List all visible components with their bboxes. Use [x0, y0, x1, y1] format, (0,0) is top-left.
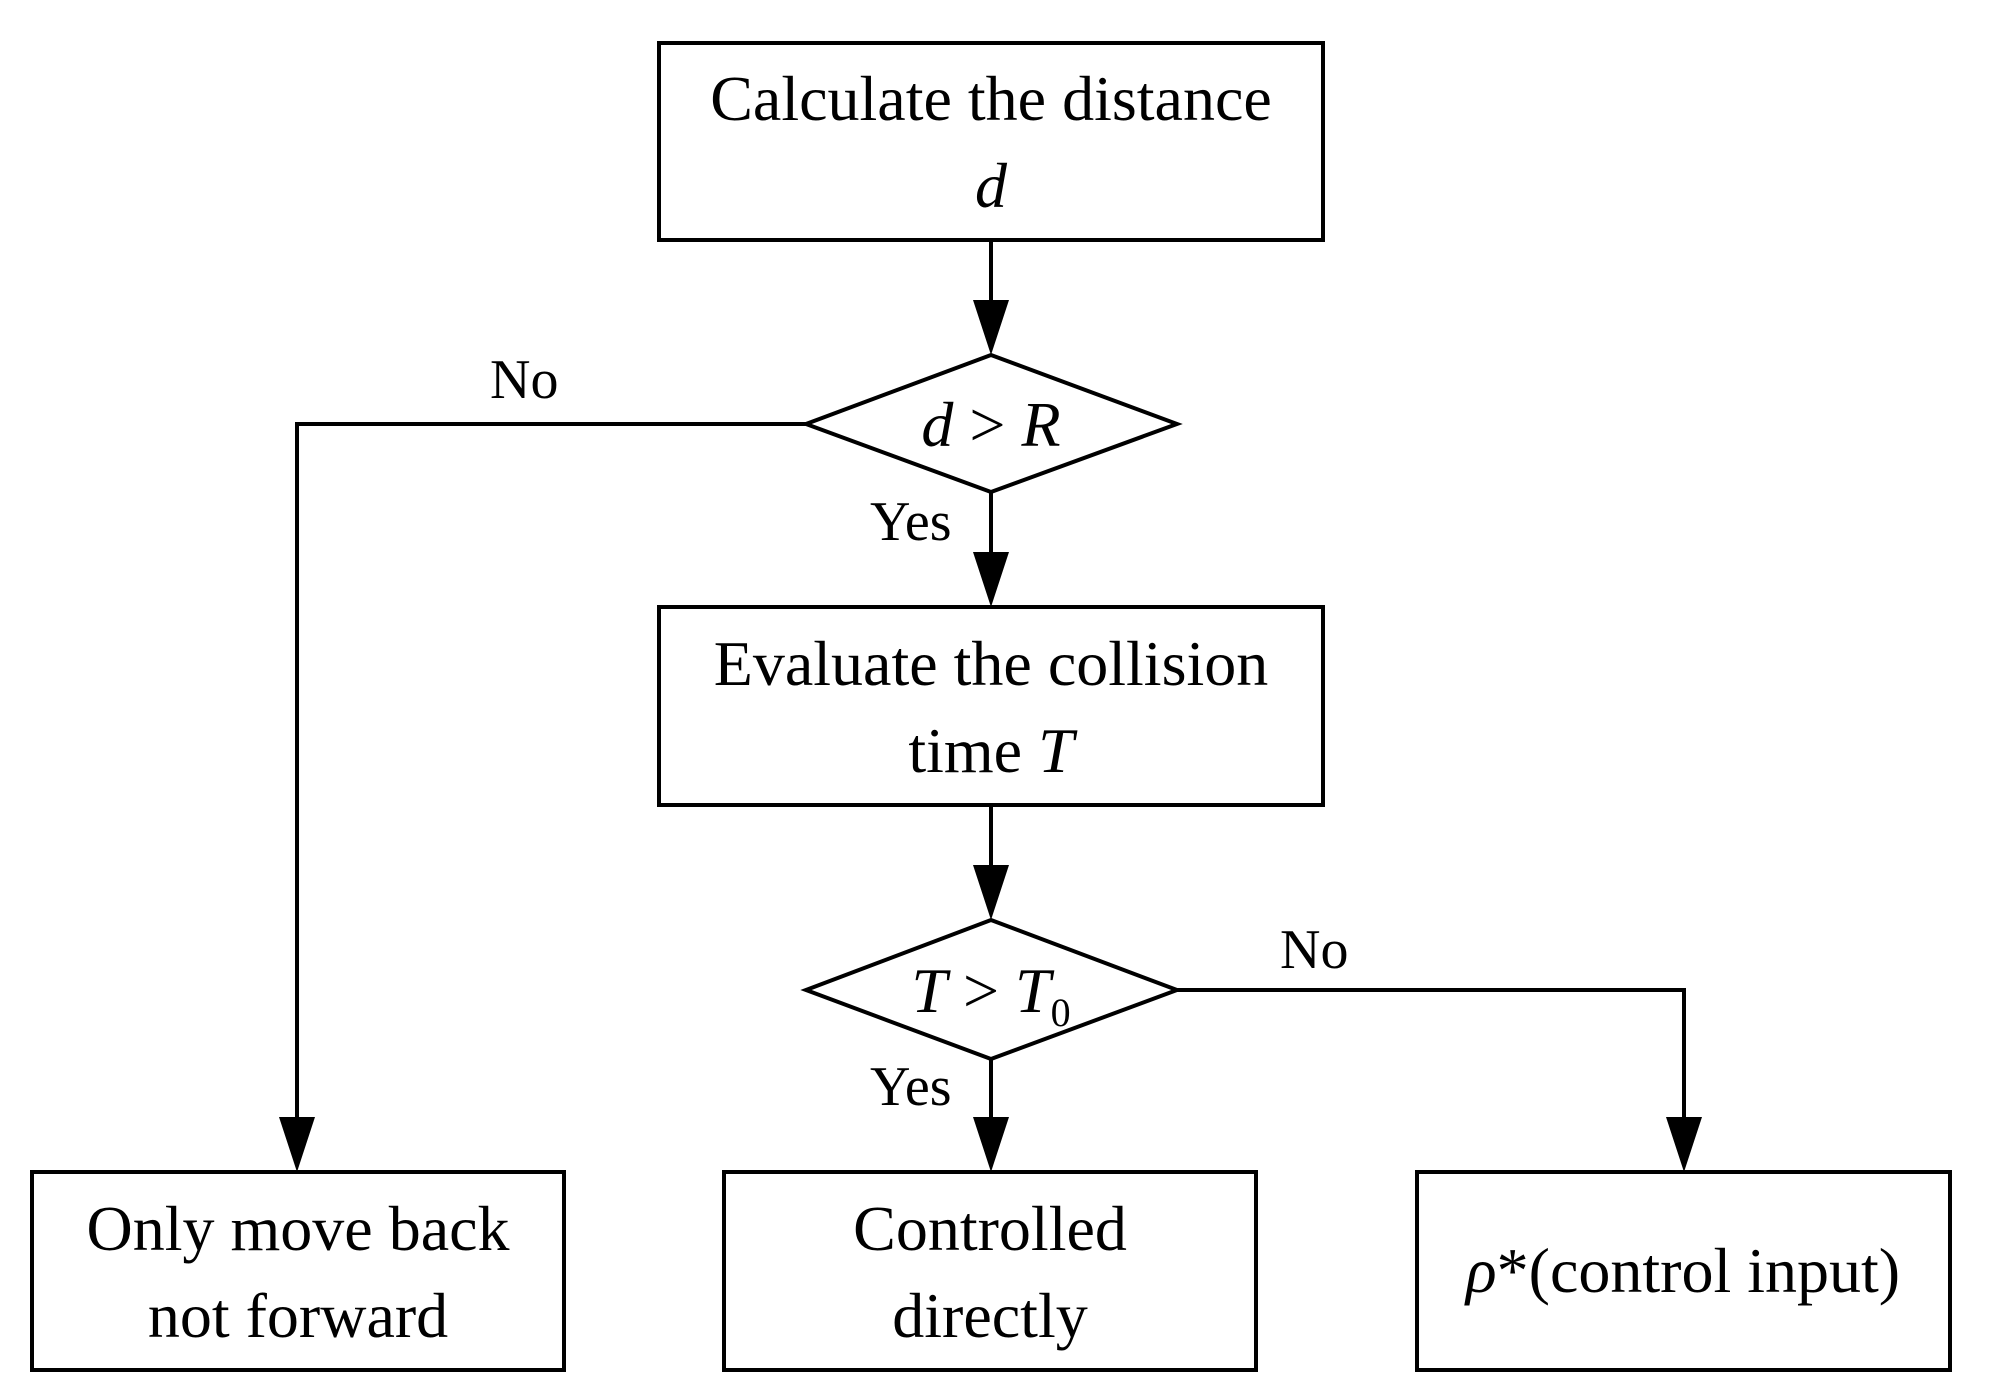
node-controlled-directly-line2: directly — [892, 1280, 1087, 1351]
decision-t-greater-t0: T > T0 — [800, 917, 1183, 1062]
decision-d-greater-r: d > R — [800, 352, 1183, 495]
edge-decision1-no: No — [279, 349, 806, 1172]
edge-label-yes-1: Yes — [870, 491, 951, 553]
edge-label-no-2: No — [1280, 919, 1348, 981]
decision-d-greater-r-label: d > R — [921, 389, 1060, 460]
node-only-move-back-line2: not forward — [148, 1280, 448, 1351]
node-evaluate-collision: Evaluate the collision time T — [657, 605, 1325, 807]
decision-t-greater-t0-label: T > T0 — [911, 955, 1070, 1035]
node-control-input-label: ρ*(control input) — [1464, 1235, 1900, 1306]
node-calculate-distance-line1: Calculate the distance — [710, 63, 1272, 134]
edge-label-yes-2: Yes — [870, 1056, 951, 1118]
node-controlled-directly: Controlled directly — [722, 1170, 1258, 1372]
node-only-move-back: Only move back not forward — [30, 1170, 566, 1372]
edge-calc-to-decision1 — [973, 240, 1009, 355]
edge-decision1-yes: Yes — [870, 491, 1009, 607]
edge-decision2-yes: Yes — [870, 1056, 1009, 1172]
node-controlled-directly-line1: Controlled — [853, 1193, 1127, 1264]
node-evaluate-collision-line2: time T — [908, 715, 1078, 786]
node-only-move-back-line1: Only move back — [87, 1193, 510, 1264]
node-calculate-distance-var: d — [975, 150, 1008, 221]
node-control-input: ρ*(control input) — [1415, 1170, 1952, 1372]
edge-decision2-no: No — [1177, 919, 1702, 1172]
node-calculate-distance: Calculate the distance d — [657, 41, 1325, 242]
edge-label-no-1: No — [490, 349, 558, 411]
edge-eval-to-decision2 — [973, 805, 1009, 920]
node-evaluate-collision-line1: Evaluate the collision — [714, 628, 1269, 699]
